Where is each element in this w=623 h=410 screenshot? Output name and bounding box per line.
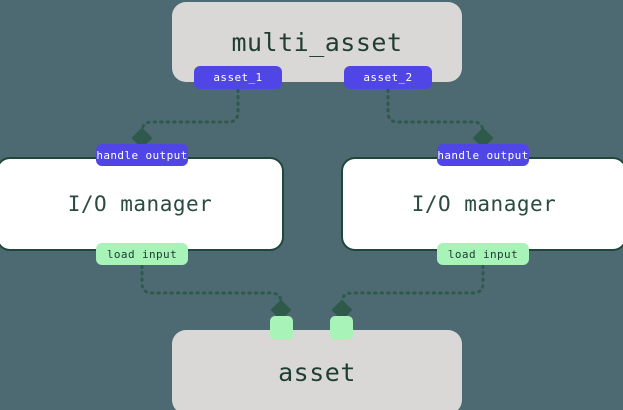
- node-io-manager-right[interactable]: I/O manager: [341, 157, 623, 251]
- node-io-manager-right-label: I/O manager: [411, 192, 557, 216]
- handle-output-right-label: handle output: [437, 148, 529, 162]
- edge-load-input-left-to-asset-handle-a: [140, 264, 292, 321]
- handle-output-right[interactable]: handle output: [437, 144, 529, 166]
- handle-asset-input-b[interactable]: [330, 316, 353, 340]
- handle-asset-1-label: asset_1: [213, 71, 263, 84]
- edge-asset1-to-handle-output-left: [131, 88, 240, 149]
- handle-load-input-right-label: load input: [447, 247, 519, 261]
- node-multi-asset-label: multi_asset: [231, 27, 403, 57]
- node-asset[interactable]: asset: [172, 330, 462, 410]
- handle-load-input-left-label: load input: [106, 247, 178, 261]
- node-asset-label: asset: [278, 357, 356, 387]
- handle-load-input-left[interactable]: load input: [96, 243, 188, 265]
- handle-output-left-label: handle output: [96, 148, 188, 162]
- handle-asset-input-a[interactable]: [270, 316, 293, 340]
- node-io-manager-left[interactable]: I/O manager: [0, 157, 284, 251]
- handle-load-input-right[interactable]: load input: [437, 243, 529, 265]
- handle-asset-2[interactable]: asset_2: [344, 66, 432, 89]
- handle-output-left[interactable]: handle output: [96, 144, 188, 166]
- edge-load-input-right-to-asset-handle-b: [331, 264, 485, 321]
- edge-asset2-to-handle-output-right: [386, 88, 494, 149]
- handle-asset-1[interactable]: asset_1: [194, 66, 282, 89]
- node-io-manager-left-label: I/O manager: [67, 192, 213, 216]
- handle-asset-2-label: asset_2: [363, 71, 413, 84]
